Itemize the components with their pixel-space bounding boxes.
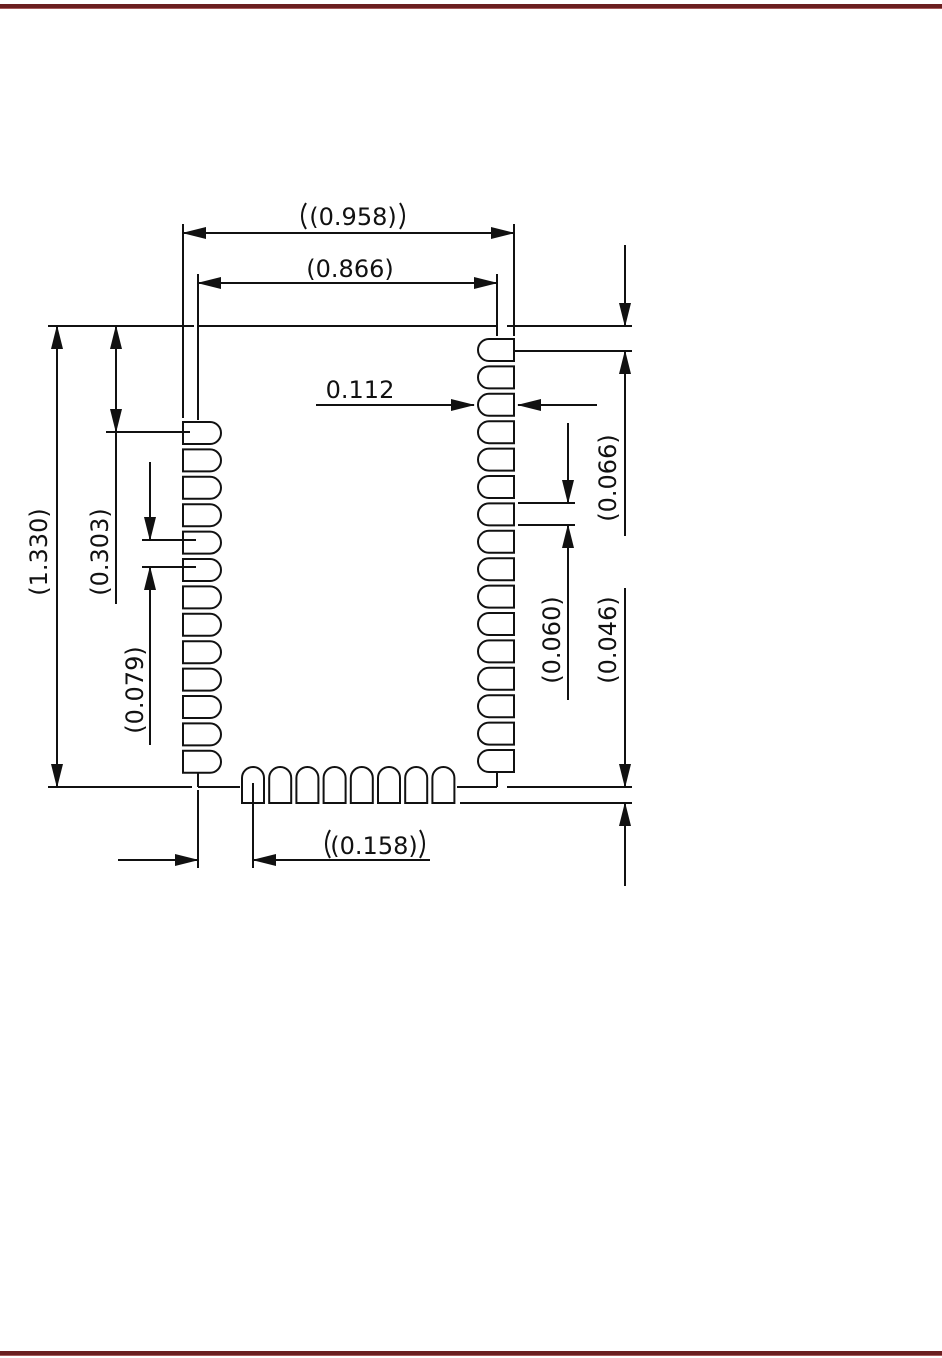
bottom-offset-value: (0.046) bbox=[594, 596, 622, 683]
left-pad-column bbox=[183, 422, 221, 773]
body-width-value: (0.866) bbox=[306, 255, 393, 283]
right-pad bbox=[478, 558, 514, 580]
bottom-pad-row bbox=[242, 767, 454, 803]
dimension-top-to-first-pad bbox=[106, 326, 190, 604]
pad-length-value: 0.112 bbox=[326, 376, 395, 404]
right-pad bbox=[478, 421, 514, 443]
right-pad bbox=[478, 695, 514, 717]
left-pad bbox=[183, 477, 221, 499]
right-pad bbox=[478, 503, 514, 525]
left-pad bbox=[183, 532, 221, 554]
right-pad bbox=[478, 531, 514, 553]
left-pad bbox=[183, 751, 221, 773]
right-pad bbox=[478, 640, 514, 662]
bottom-pad bbox=[269, 767, 291, 803]
right-top-offset-value: (0.066) bbox=[594, 434, 622, 521]
left-pad bbox=[183, 669, 221, 691]
right-pad bbox=[478, 366, 514, 388]
bottom-pad bbox=[432, 767, 454, 803]
bottom-pad bbox=[324, 767, 346, 803]
overall-height-value: (1.330) bbox=[25, 508, 53, 595]
bottom-pad bbox=[405, 767, 427, 803]
right-pad bbox=[478, 394, 514, 416]
right-pad bbox=[478, 723, 514, 745]
left-pad bbox=[183, 586, 221, 608]
right-pad-column bbox=[478, 339, 514, 772]
top-to-first-pad-value: (0.303) bbox=[86, 508, 114, 595]
right-pad bbox=[478, 476, 514, 498]
bottom-pad bbox=[351, 767, 373, 803]
right-pad bbox=[478, 750, 514, 772]
bottom-border-rule bbox=[0, 1351, 942, 1356]
right-pad bbox=[478, 668, 514, 690]
overall-width-label: (0.958) bbox=[302, 203, 404, 231]
right-pad bbox=[478, 613, 514, 635]
bottom-pad bbox=[378, 767, 400, 803]
left-pad bbox=[183, 504, 221, 526]
left-pad bbox=[183, 559, 221, 581]
body-width-label: (0.866) bbox=[306, 255, 393, 283]
right-pad bbox=[478, 449, 514, 471]
left-pad bbox=[183, 641, 221, 663]
left-pad-pitch-value: (0.079) bbox=[121, 646, 149, 733]
bottom-pad-offset-value: (0.158) bbox=[330, 832, 417, 860]
left-pad bbox=[183, 449, 221, 471]
left-pad bbox=[183, 723, 221, 745]
bottom-pad bbox=[296, 767, 318, 803]
left-pad bbox=[183, 614, 221, 636]
right-pad bbox=[478, 339, 514, 361]
right-pad bbox=[478, 586, 514, 608]
left-pad bbox=[183, 696, 221, 718]
overall-width-value: (0.958) bbox=[309, 203, 396, 231]
bottom-pad-offset-label: (0.158) bbox=[326, 830, 424, 860]
right-pad-spacing-value: (0.060) bbox=[538, 596, 566, 683]
